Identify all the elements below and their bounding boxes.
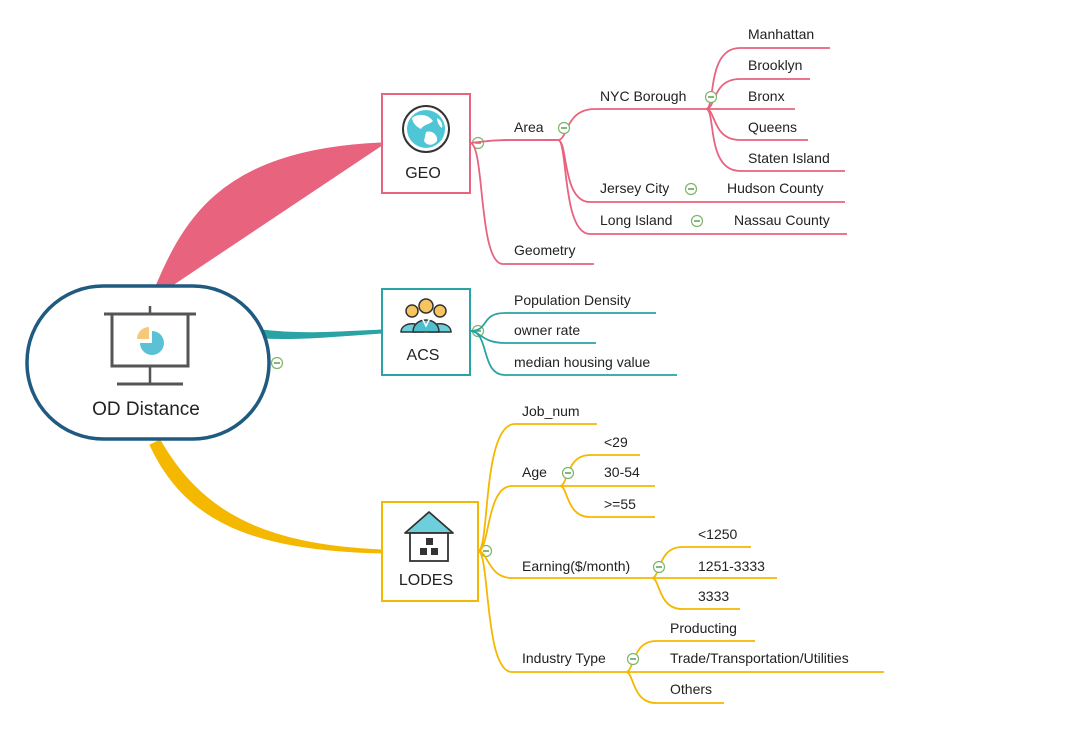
earning-collapse-toggle[interactable]	[652, 560, 666, 574]
geo-connectors	[469, 47, 847, 265]
lodes-industry-label: Industry Type	[522, 650, 606, 666]
connector-root-geo	[148, 142, 384, 302]
connector-root-lodes	[149, 439, 383, 554]
lodes-age-label: Age	[522, 464, 547, 480]
borough-staten-island: Staten Island	[748, 150, 830, 166]
root-node[interactable]: OD Distance	[25, 284, 271, 441]
earning-3333: 3333	[698, 588, 729, 604]
house-icon	[404, 511, 454, 562]
borough-bronx: Bronx	[748, 88, 785, 104]
hudson-county-label: Hudson County	[727, 180, 824, 196]
connector-root-acs	[261, 329, 383, 340]
root-label: OD Distance	[92, 399, 200, 420]
geo-label: GEO	[405, 165, 441, 182]
age-55-plus: >=55	[604, 496, 636, 512]
geo-node[interactable]: GEO	[381, 93, 471, 194]
industry-producting: Producting	[670, 620, 737, 636]
earning-1251-3333: 1251-3333	[698, 558, 765, 574]
age-30-54: 30-54	[604, 464, 640, 480]
lodes-job-num: Job_num	[522, 403, 580, 419]
industry-collapse-toggle[interactable]	[626, 652, 640, 666]
long-island-collapse-toggle[interactable]	[690, 214, 704, 228]
area-collapse-toggle[interactable]	[557, 121, 571, 135]
nassau-county-label: Nassau County	[734, 212, 830, 228]
acs-connectors	[469, 312, 677, 376]
geo-geometry-label: Geometry	[514, 242, 575, 258]
acs-population-density: Population Density	[514, 292, 631, 308]
acs-median-housing-value: median housing value	[514, 354, 650, 370]
presentation-chart-icon	[104, 306, 196, 386]
acs-node[interactable]: ACS	[381, 288, 471, 376]
jersey-city-label: Jersey City	[600, 180, 669, 196]
nyc-collapse-toggle[interactable]	[704, 90, 718, 104]
industry-trade-transportation-utilities: Trade/Transportation/Utilities	[670, 650, 849, 666]
acs-label: ACS	[407, 347, 440, 364]
age-collapse-toggle[interactable]	[561, 466, 575, 480]
nyc-borough-label: NYC Borough	[600, 88, 686, 104]
lodes-earning-label: Earning($/month)	[522, 558, 630, 574]
lodes-label: LODES	[399, 572, 453, 589]
jersey-collapse-toggle[interactable]	[684, 182, 698, 196]
borough-brooklyn: Brooklyn	[748, 57, 802, 73]
borough-manhattan: Manhattan	[748, 26, 814, 42]
long-island-label: Long Island	[600, 212, 672, 228]
lodes-node[interactable]: LODES	[381, 501, 479, 602]
age-under-29: <29	[604, 434, 628, 450]
people-group-icon	[400, 298, 452, 333]
geo-area-label: Area	[514, 119, 544, 135]
lodes-connectors	[477, 423, 884, 704]
root-collapse-toggle[interactable]	[270, 356, 284, 370]
globe-icon	[402, 105, 450, 153]
acs-owner-rate: owner rate	[514, 322, 580, 338]
industry-others: Others	[670, 681, 712, 697]
earning-under-1250: <1250	[698, 526, 738, 542]
borough-queens: Queens	[748, 119, 797, 135]
